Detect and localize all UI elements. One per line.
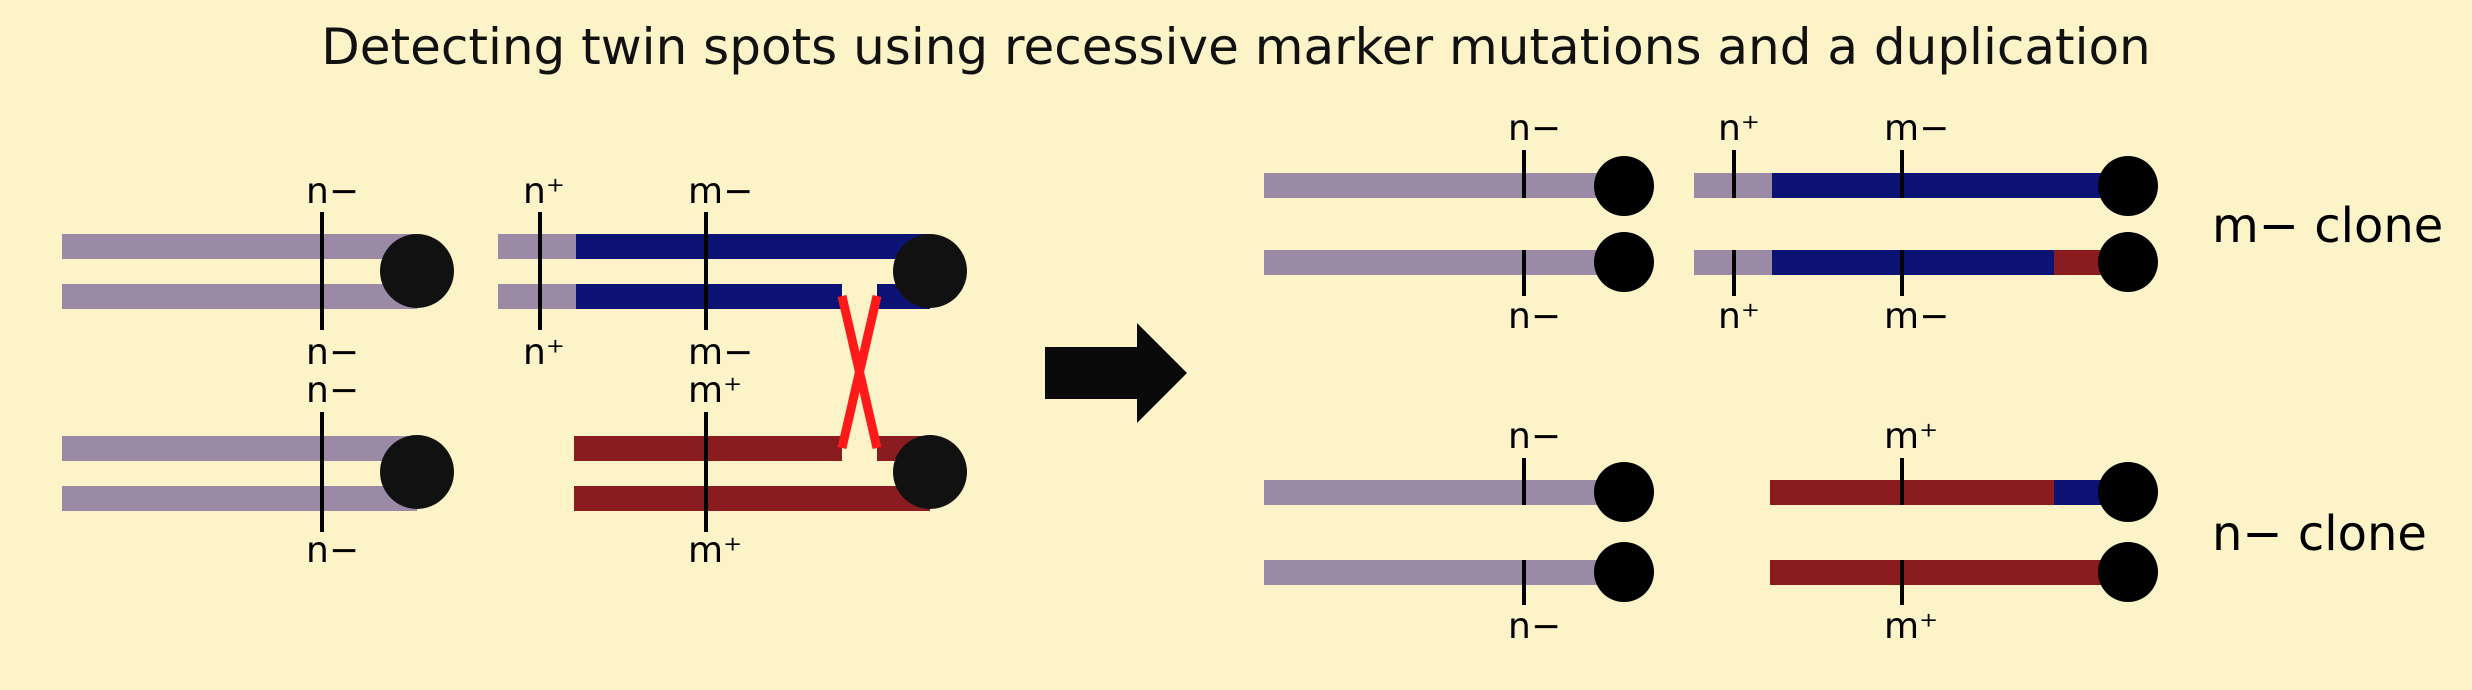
label-n-minus: n− (306, 530, 359, 571)
centromere (1594, 542, 1654, 602)
red-chromatid (1770, 480, 2054, 505)
right-arrow-icon (1045, 323, 1187, 423)
label-m-minus: m− (1884, 108, 1949, 149)
right-dup-chromatid (1264, 173, 1624, 198)
centromere (1594, 156, 1654, 216)
left-dup-chromatid-3 (62, 436, 417, 461)
centromere (2098, 156, 2158, 216)
label-n-minus: n− (306, 171, 359, 212)
right-dup-chromatid (1264, 560, 1624, 585)
centromere (380, 234, 454, 308)
right-dup-chromatid (1264, 480, 1624, 505)
label-n-minus: n− (1508, 606, 1561, 647)
centromere (893, 234, 967, 308)
blue-chromatid-2a (576, 284, 842, 309)
label-n-minus: n− (306, 370, 359, 411)
centromere (2098, 462, 2158, 522)
label-n-minus: n− (306, 332, 359, 373)
label-n-plus: n⁺ (1718, 296, 1760, 337)
label-m-plus: m⁺ (1884, 416, 1938, 457)
m-minus-clone-label: m− clone (2212, 198, 2443, 254)
label-n-minus: n− (1508, 108, 1561, 149)
left-dup-chromatid-2 (62, 284, 417, 309)
n-minus-clone-label: n− clone (2212, 506, 2427, 562)
label-m-minus: m− (1884, 296, 1949, 337)
label-n-plus: n⁺ (523, 171, 565, 212)
diagram-title: Detecting twin spots using recessive mar… (321, 18, 2151, 76)
blue-chromatid (1772, 173, 2128, 198)
label-m-plus: m⁺ (688, 370, 742, 411)
blue-chromatid (1772, 250, 2054, 275)
label-m-plus: m⁺ (688, 530, 742, 571)
centromere (1594, 232, 1654, 292)
label-n-minus: n− (1508, 296, 1561, 337)
label-m-minus: m− (688, 332, 753, 373)
label-n-plus: n⁺ (523, 332, 565, 373)
crossover-line (837, 294, 882, 450)
label-m-plus: m⁺ (1884, 606, 1938, 647)
centromere (1594, 462, 1654, 522)
label-m-minus: m− (688, 171, 753, 212)
left-dup-chromatid-4 (62, 486, 417, 511)
left-dup-chromatid-1 (62, 234, 417, 259)
right-dup-chromatid (1264, 250, 1624, 275)
blue-chromatid-1 (576, 234, 930, 259)
centromere (2098, 542, 2158, 602)
label-n-plus: n⁺ (1718, 108, 1760, 149)
centromere (2098, 232, 2158, 292)
red-chromatid (1770, 560, 2128, 585)
centromere (893, 435, 967, 509)
label-n-minus: n− (1508, 416, 1561, 457)
red-chromatid-2 (574, 486, 930, 511)
centromere (380, 435, 454, 509)
